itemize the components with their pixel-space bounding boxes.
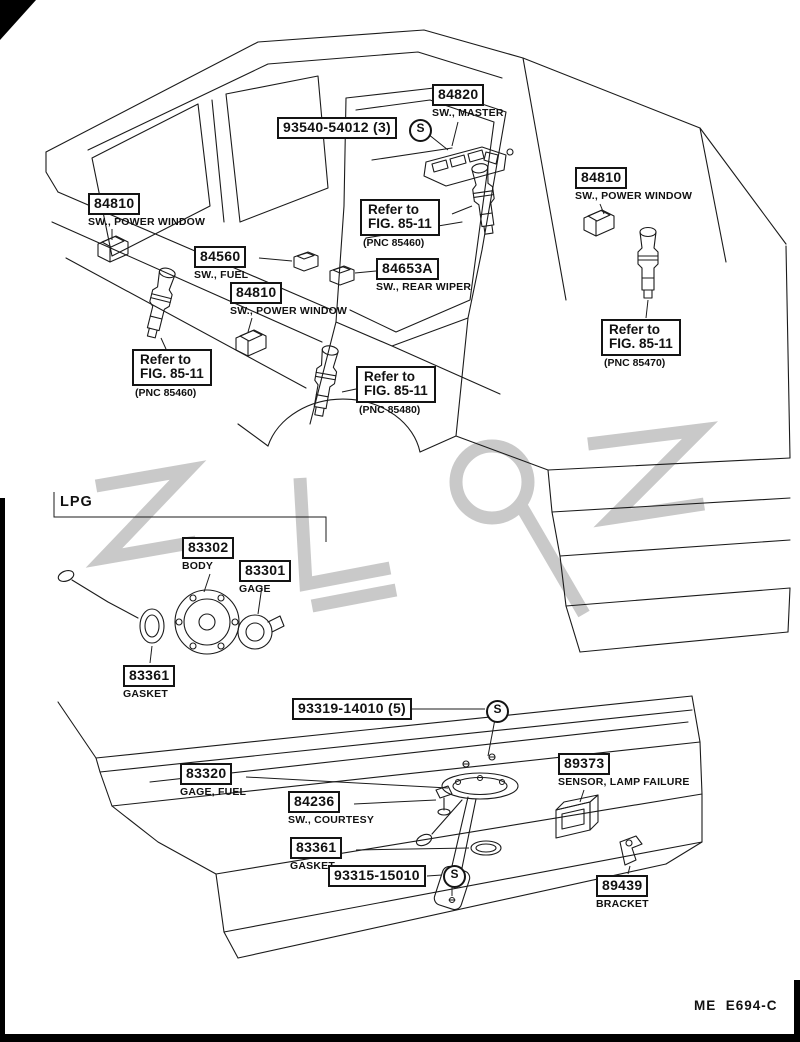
part-number-box: 84810 xyxy=(88,193,141,215)
label-89439: 89439 BRACKET xyxy=(596,875,649,910)
part-number-box: 84810 xyxy=(575,167,628,189)
part-desc: BODY xyxy=(182,559,214,572)
car-rear-art xyxy=(57,695,703,959)
label-refer-fig8511-right: Refer to FIG. 85-11 (PNC 85470) xyxy=(601,319,681,369)
fuel-sender-art xyxy=(415,753,519,911)
screw-symbol-bottom: S xyxy=(443,865,466,888)
bracket-art xyxy=(619,835,643,866)
leader-lines xyxy=(53,121,649,896)
label-lpg: LPG xyxy=(60,494,93,510)
part-number-box: 84560 xyxy=(194,246,247,268)
part-number-box: 93540-54012 (3) xyxy=(277,117,398,139)
fuel-switch-art xyxy=(293,251,319,272)
part-desc: BRACKET xyxy=(596,897,649,910)
label-84236: 84236 SW., COURTESY xyxy=(288,791,374,826)
lamp-failure-sensor-art xyxy=(555,794,599,839)
refer-line1: Refer to xyxy=(364,369,416,384)
label-refer-fig8511-center: Refer to FIG. 85-11 (PNC 85460) xyxy=(360,199,440,249)
window-switch-art-center xyxy=(235,329,267,357)
part-number-box: 84810 xyxy=(230,282,283,304)
part-desc: SW., REAR WIPER xyxy=(376,280,472,293)
refer-line2: FIG. 85-11 xyxy=(609,336,673,352)
part-desc: GASKET xyxy=(123,687,168,700)
watermark xyxy=(85,421,718,618)
label-83361-lower: 83361 GASKET xyxy=(290,837,343,872)
figure-code: ME E694-C xyxy=(694,998,778,1013)
master-switch-art xyxy=(423,146,514,187)
part-number-box: 89439 xyxy=(596,875,649,897)
part-number-box: 93315-15010 xyxy=(328,865,426,887)
screw-symbol-top: S xyxy=(409,119,432,142)
refer-line1: Refer to xyxy=(368,202,420,217)
part-desc: SW., MASTER xyxy=(432,106,504,119)
refer-pnc: (PNC 85470) xyxy=(604,357,666,370)
label-89373: 89373 SENSOR, LAMP FAILURE xyxy=(558,753,690,788)
refer-pnc: (PNC 85460) xyxy=(135,387,197,400)
label-84653a: 84653A SW., REAR WIPER xyxy=(376,258,471,293)
part-desc: SW., POWER WINDOW xyxy=(230,304,348,317)
refer-line2: FIG. 85-11 xyxy=(364,383,428,399)
label-84810-left: 84810 SW., POWER WINDOW xyxy=(88,193,205,228)
part-number-box: 83320 xyxy=(180,763,233,785)
part-number-box: 83301 xyxy=(239,560,292,582)
part-number-box: 84820 xyxy=(432,84,485,106)
part-desc: SW., POWER WINDOW xyxy=(88,215,206,228)
refer-pnc: (PNC 85480) xyxy=(359,404,421,417)
label-84820: 84820 SW., MASTER xyxy=(432,84,504,119)
lpg-sender-art xyxy=(57,570,285,655)
label-refer-fig8511-left: Refer to FIG. 85-11 (PNC 85460) xyxy=(132,349,212,399)
part-desc: SENSOR, LAMP FAILURE xyxy=(558,775,690,788)
part-desc: GAGE xyxy=(239,582,271,595)
part-number-box: 83361 xyxy=(123,665,176,687)
refer-line1: Refer to xyxy=(140,352,192,367)
part-desc: SW., POWER WINDOW xyxy=(575,189,693,202)
part-number-box: 83302 xyxy=(182,537,235,559)
label-93315: 93315-15010 xyxy=(328,865,426,887)
refer-box: Refer to FIG. 85-11 xyxy=(356,366,436,404)
label-83302: 83302 BODY xyxy=(182,537,235,572)
switch-plug-art-right xyxy=(637,226,659,299)
part-number-box: 84236 xyxy=(288,791,341,813)
label-93319: 93319-14010 (5) xyxy=(292,698,413,720)
refer-box: Refer to FIG. 85-11 xyxy=(601,319,681,357)
refer-box: Refer to FIG. 85-11 xyxy=(360,199,440,237)
refer-line1: Refer to xyxy=(609,322,661,337)
screw-symbol-middle: S xyxy=(486,700,509,723)
window-switch-art-right xyxy=(583,209,615,237)
part-number-box: 93319-14010 (5) xyxy=(292,698,413,720)
part-desc: GASKET xyxy=(290,859,335,872)
refer-line2: FIG. 85-11 xyxy=(368,216,432,232)
refer-box: Refer to FIG. 85-11 xyxy=(132,349,212,387)
label-83361-upper: 83361 GASKET xyxy=(123,665,176,700)
part-number-box: 84653A xyxy=(376,258,439,280)
switch-plug-art-left xyxy=(141,265,179,340)
part-desc: SW., FUEL xyxy=(194,268,249,281)
label-83301: 83301 GAGE xyxy=(239,560,292,595)
refer-pnc: (PNC 85460) xyxy=(363,237,425,250)
refer-line2: FIG. 85-11 xyxy=(140,366,204,382)
label-refer-fig8511-lower: Refer to FIG. 85-11 (PNC 85480) xyxy=(356,366,436,416)
label-93540: 93540-54012 (3) xyxy=(277,117,398,139)
part-desc: SW., COURTESY xyxy=(288,813,375,826)
label-84810-center: 84810 SW., POWER WINDOW xyxy=(230,282,347,317)
switch-plug-art-center xyxy=(308,343,342,418)
part-number-box: 89373 xyxy=(558,753,611,775)
label-84810-top-right: 84810 SW., POWER WINDOW xyxy=(575,167,692,202)
part-desc: GAGE, FUEL xyxy=(180,785,247,798)
label-84560: 84560 SW., FUEL xyxy=(194,246,248,281)
part-number-box: 83361 xyxy=(290,837,343,859)
label-83320: 83320 GAGE, FUEL xyxy=(180,763,246,798)
